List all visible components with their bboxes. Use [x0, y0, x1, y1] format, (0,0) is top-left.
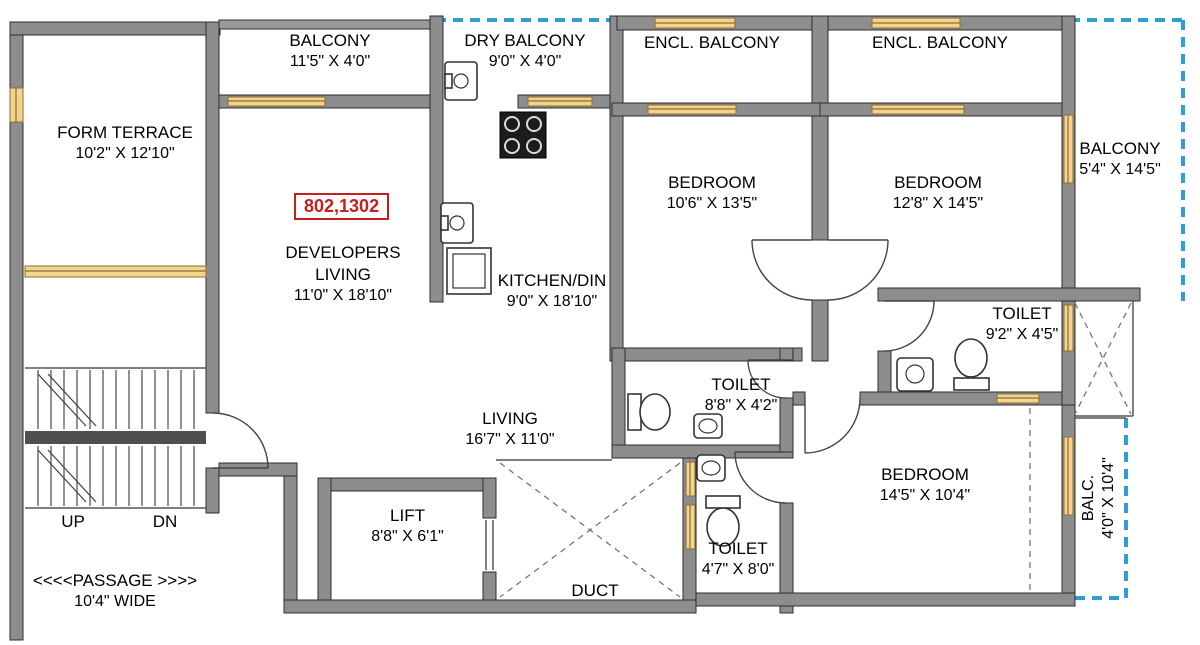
washbasin-icon [896, 357, 934, 392]
room-name: BEDROOM [668, 173, 756, 192]
washbasin-icon [696, 454, 726, 482]
balcony-edge-dashed [436, 18, 1185, 600]
stair-label-dn: DN [152, 512, 178, 531]
room-name: TOILET [711, 375, 771, 394]
room-name: DEVELOPERS [285, 243, 401, 262]
room-size: 9'2" X 4'5" [985, 326, 1059, 344]
room-label-toilet-middle: TOILET 8'8" X 4'2" [661, 374, 821, 417]
room-name: LIVING [482, 409, 538, 428]
room-label-kitchen: KITCHEN/DIN 9'0" X 18'10" [462, 270, 642, 313]
room-size: 10'2" X 12'10" [75, 145, 175, 163]
room-label-dry-balcony: DRY BALCONY 9'0" X 4'0" [440, 30, 610, 73]
room-label-bedroom-top-right: BEDROOM 12'8" X 14'5" [848, 172, 1028, 215]
windows-layer [9, 17, 1074, 550]
wc-icon [953, 338, 990, 391]
room-label-encl-balcony-right: ENCL. BALCONY [850, 32, 1030, 54]
room-label-toilet-bottom: TOILET 4'7" X 8'0" [663, 538, 813, 581]
room-name: BEDROOM [881, 465, 969, 484]
room-label-living: LIVING 16'7" X 11'0" [420, 408, 600, 451]
room-name: ENCL. BALCONY [871, 33, 1009, 52]
stove-icon [499, 111, 547, 159]
room-name: TOILET [992, 304, 1052, 323]
door-arcs [212, 239, 935, 504]
room-size: 11'0" X 18'10" [293, 287, 393, 305]
room-label-bedroom-bottom: BEDROOM 14'5" X 10'4" [835, 464, 1015, 507]
room-label-balcony-right: BALCONY 5'4" X 14'5" [1040, 138, 1200, 181]
room-size: 4'7" X 8'0" [701, 561, 775, 579]
wc-icon [705, 495, 741, 547]
sink-icon [444, 61, 478, 101]
room-label-duct: DUCT [540, 580, 650, 602]
room-label-balcony-top: BALCONY 11'5" X 4'0" [240, 30, 420, 73]
room-size: 4'0" X 10'4" [1100, 457, 1117, 539]
room-size: 9'0" X 4'0" [488, 53, 562, 71]
room-size: 12'8" X 14'5" [892, 195, 984, 213]
room-size: 5'4" X 14'5" [1079, 161, 1161, 179]
unit-number-badge: 802,1302 [294, 193, 390, 220]
room-size: 8'8" X 6'1" [371, 528, 444, 546]
room-label-form-terrace: FORM TERRACE 10'2" X 12'10" [35, 122, 215, 165]
room-name: LIVING [315, 265, 371, 285]
room-label-balcony-bottom-right: BALC. 4'0" X 10'4" [1066, 408, 1132, 588]
sink-icon [440, 202, 474, 244]
room-label-toilet-top: TOILET 9'2" X 4'5" [942, 303, 1102, 346]
room-size: 8'8" X 4'2" [704, 397, 778, 415]
room-name: DUCT [571, 581, 619, 600]
room-label-encl-balcony-left: ENCL. BALCONY [622, 32, 802, 54]
room-name: <<<<PASSAGE >>>> [32, 571, 198, 590]
room-name: ENCL. BALCONY [643, 33, 781, 52]
room-name: BALCONY [289, 31, 371, 50]
room-label-bedroom-top-left: BEDROOM 10'6" X 13'5" [622, 172, 802, 215]
washbasin-icon [693, 413, 723, 439]
room-name: BEDROOM [894, 173, 982, 192]
room-name: BALC. [1080, 474, 1097, 522]
room-label-developers-living: DEVELOPERS LIVING 11'0" X 18'10" [253, 242, 433, 307]
duct-cross [499, 302, 1132, 598]
appliance-icon [446, 247, 492, 295]
room-name: TOILET [708, 539, 768, 558]
room-size: 10'6" X 13'5" [666, 195, 758, 213]
thin-lines [25, 301, 1134, 570]
room-name: LIFT [390, 506, 425, 525]
room-size: 14'5" X 10'4" [879, 487, 971, 505]
room-name: FORM TERRACE [57, 123, 193, 142]
room-label-passage: <<<<PASSAGE >>>> 10'4" WIDE [15, 570, 215, 613]
room-name: KITCHEN/DIN [497, 271, 607, 290]
wc-icon [627, 393, 671, 431]
room-size: 16'7" X 11'0" [465, 431, 555, 449]
room-name: BALCONY [1079, 139, 1161, 158]
room-label-lift: LIFT 8'8" X 6'1" [325, 505, 490, 548]
stair-label-up: UP [61, 512, 85, 531]
room-size: 10'4" WIDE [74, 593, 156, 611]
stairs [25, 370, 206, 506]
room-name: DRY BALCONY [464, 31, 586, 50]
room-size: 9'0" X 18'10" [506, 293, 598, 311]
room-size: 11'5" X 4'0" [289, 53, 371, 71]
